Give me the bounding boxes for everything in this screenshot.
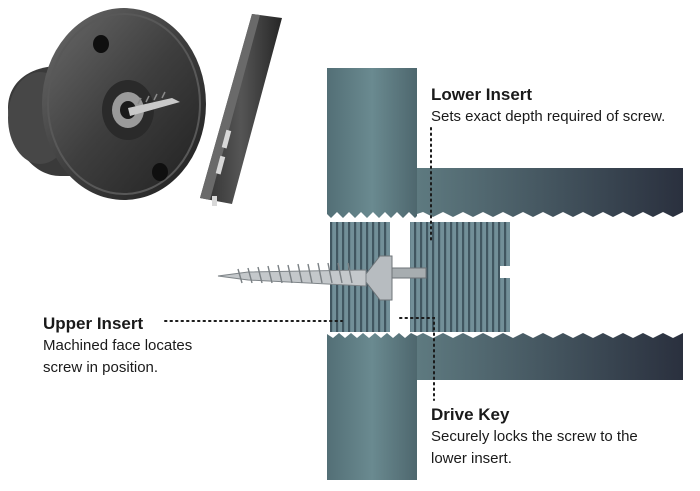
drive-key-description-line1: Securely locks the screw to the — [431, 428, 638, 445]
drive-key-photo — [200, 14, 282, 206]
upper-insert-description-line1: Machined face locates — [43, 337, 193, 354]
lower-insert-title: Lower Insert — [431, 85, 533, 104]
lower-insert-description: Sets exact depth required of screw. — [431, 108, 666, 125]
screw — [217, 255, 393, 301]
upper-insert-title: Upper Insert — [43, 314, 144, 333]
drive-key-leader — [399, 317, 435, 401]
lower-insert — [410, 222, 512, 332]
upper-insert-description-line2: screw in position. — [43, 359, 159, 376]
lower-insert-callout: Lower Insert Sets exact depth required o… — [431, 84, 700, 128]
product-photo — [8, 8, 282, 206]
leader-lines — [164, 127, 435, 401]
drive-key-callout: Drive Key Securely locks the screw to th… — [431, 404, 696, 470]
drive-key-title: Drive Key — [431, 405, 510, 424]
flange-holder-photo — [8, 8, 206, 200]
drive-key-description-line2: lower insert. — [431, 450, 512, 467]
upper-insert-callout: Upper Insert Machined face locates screw… — [43, 313, 273, 379]
drive-key — [389, 267, 427, 279]
